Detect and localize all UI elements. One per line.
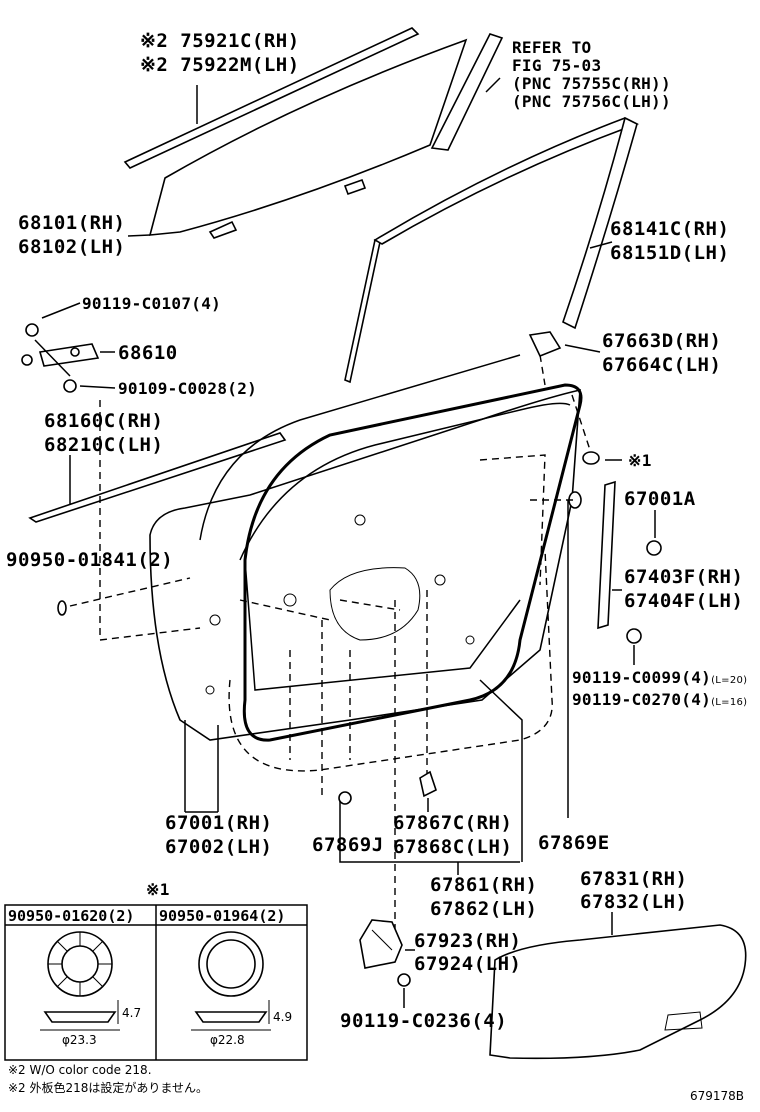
inset-left-title: 90950-01620(2): [8, 907, 135, 925]
figure-code: 679178B: [690, 1089, 745, 1103]
glass-run: [344, 238, 381, 384]
label-bolt-c0270: 90119-C0270(4)(L=16): [572, 690, 748, 709]
label-trim-lh: 67832(LH): [580, 891, 688, 913]
frame-cover: [528, 331, 562, 358]
label-panel-rh: 67001(RH): [165, 812, 273, 834]
label-clip-67001a: 67001A: [624, 488, 696, 510]
label-bolt-c0270-note: (L=16): [711, 697, 748, 708]
label-screw-90109: 90109-C0028(2): [118, 379, 258, 398]
label-belt-moulding-lh: ※2 75922M(LH): [140, 54, 300, 76]
label-belt-moulding-rh: ※2 75921C(RH): [140, 30, 300, 52]
garnish: [430, 33, 504, 151]
label-weatherstrip-rh: 68160C(RH): [44, 410, 164, 432]
label-refer-pnc-lh: (PNC 75756C(LH)): [512, 92, 671, 111]
hole-plug-icon: [57, 600, 67, 616]
label-inset-mark: ※1: [146, 880, 170, 899]
bolt-icon: [626, 628, 642, 644]
door-weatherstrip: [242, 383, 583, 742]
label-panel-lh: 67002(LH): [165, 836, 273, 858]
label-bolt-c0099: 90119-C0099(4)(L=20): [572, 668, 748, 687]
belt-moulding: [123, 27, 420, 169]
label-run-lh: 68151D(LH): [610, 242, 730, 264]
label-ref-mark: ※1: [628, 451, 652, 470]
label-run-rh: 68141C(RH): [610, 218, 730, 240]
bolt-icon: [397, 973, 411, 987]
label-regulator: 68610: [118, 342, 178, 364]
bolt-icon: [21, 354, 33, 366]
bolt-icon: [25, 323, 39, 337]
door-glass: [148, 38, 468, 236]
label-bolt-c0099-note: (L=20): [711, 675, 748, 686]
label-sash-lh: 67404F(LH): [624, 590, 744, 612]
dim-right-height: 4.9: [273, 1010, 293, 1024]
outer-weatherstrip: [28, 432, 287, 523]
label-weatherstrip-lh: 68210C(LH): [44, 434, 164, 456]
lower-bracket: [359, 919, 403, 969]
label-cover-lh: 67664C(LH): [602, 354, 722, 376]
label-glass-rh: 68101(RH): [18, 212, 126, 234]
label-refer-pnc-rh: (PNC 75755C(RH)): [512, 74, 671, 93]
dim-left-diameter: φ23.3: [62, 1033, 97, 1047]
label-trim-rh: 67831(RH): [580, 868, 688, 890]
label-seal-rh: 67867C(RH): [393, 812, 513, 834]
label-clip-67869j: 67869J: [312, 834, 384, 856]
inset-right-title: 90950-01964(2): [159, 907, 286, 925]
label-ws-rh: 67861(RH): [430, 874, 538, 896]
label-glass-lh: 68102(LH): [18, 236, 126, 258]
clip-icon: [338, 791, 352, 805]
label-bolt-c0236: 90119-C0236(4): [340, 1010, 508, 1032]
note-japanese: ※2 外板色218は設定がありません。: [8, 1081, 209, 1095]
label-refer: REFER TO: [512, 38, 592, 57]
label-clip-67869e: 67869E: [538, 832, 610, 854]
seal-clip: [419, 770, 437, 798]
label-seal-lh: 67868C(LH): [393, 836, 513, 858]
label-refer-fig: FIG 75-03: [512, 56, 602, 75]
plug-icon: [582, 451, 600, 465]
label-bolt-c0107: 90119-C0107(4): [82, 294, 222, 313]
label-cover-rh: 67663D(RH): [602, 330, 722, 352]
door-panel: [149, 388, 581, 741]
screw-icon: [63, 379, 77, 393]
rear-sash: [597, 480, 616, 630]
dim-right-diameter: φ22.8: [210, 1033, 245, 1047]
clip-icon: [646, 540, 662, 556]
label-bracket-rh: 67923(RH): [414, 930, 522, 952]
dim-left-height: 4.7: [122, 1006, 142, 1020]
note-english: ※2 W/O color code 218.: [8, 1063, 152, 1077]
label-bracket-lh: 67924(LH): [414, 953, 522, 975]
door-trim: [489, 924, 747, 1060]
label-sash-rh: 67403F(RH): [624, 566, 744, 588]
label-plug-01841: 90950-01841(2): [6, 549, 174, 571]
label-ws-lh: 67862(LH): [430, 898, 538, 920]
